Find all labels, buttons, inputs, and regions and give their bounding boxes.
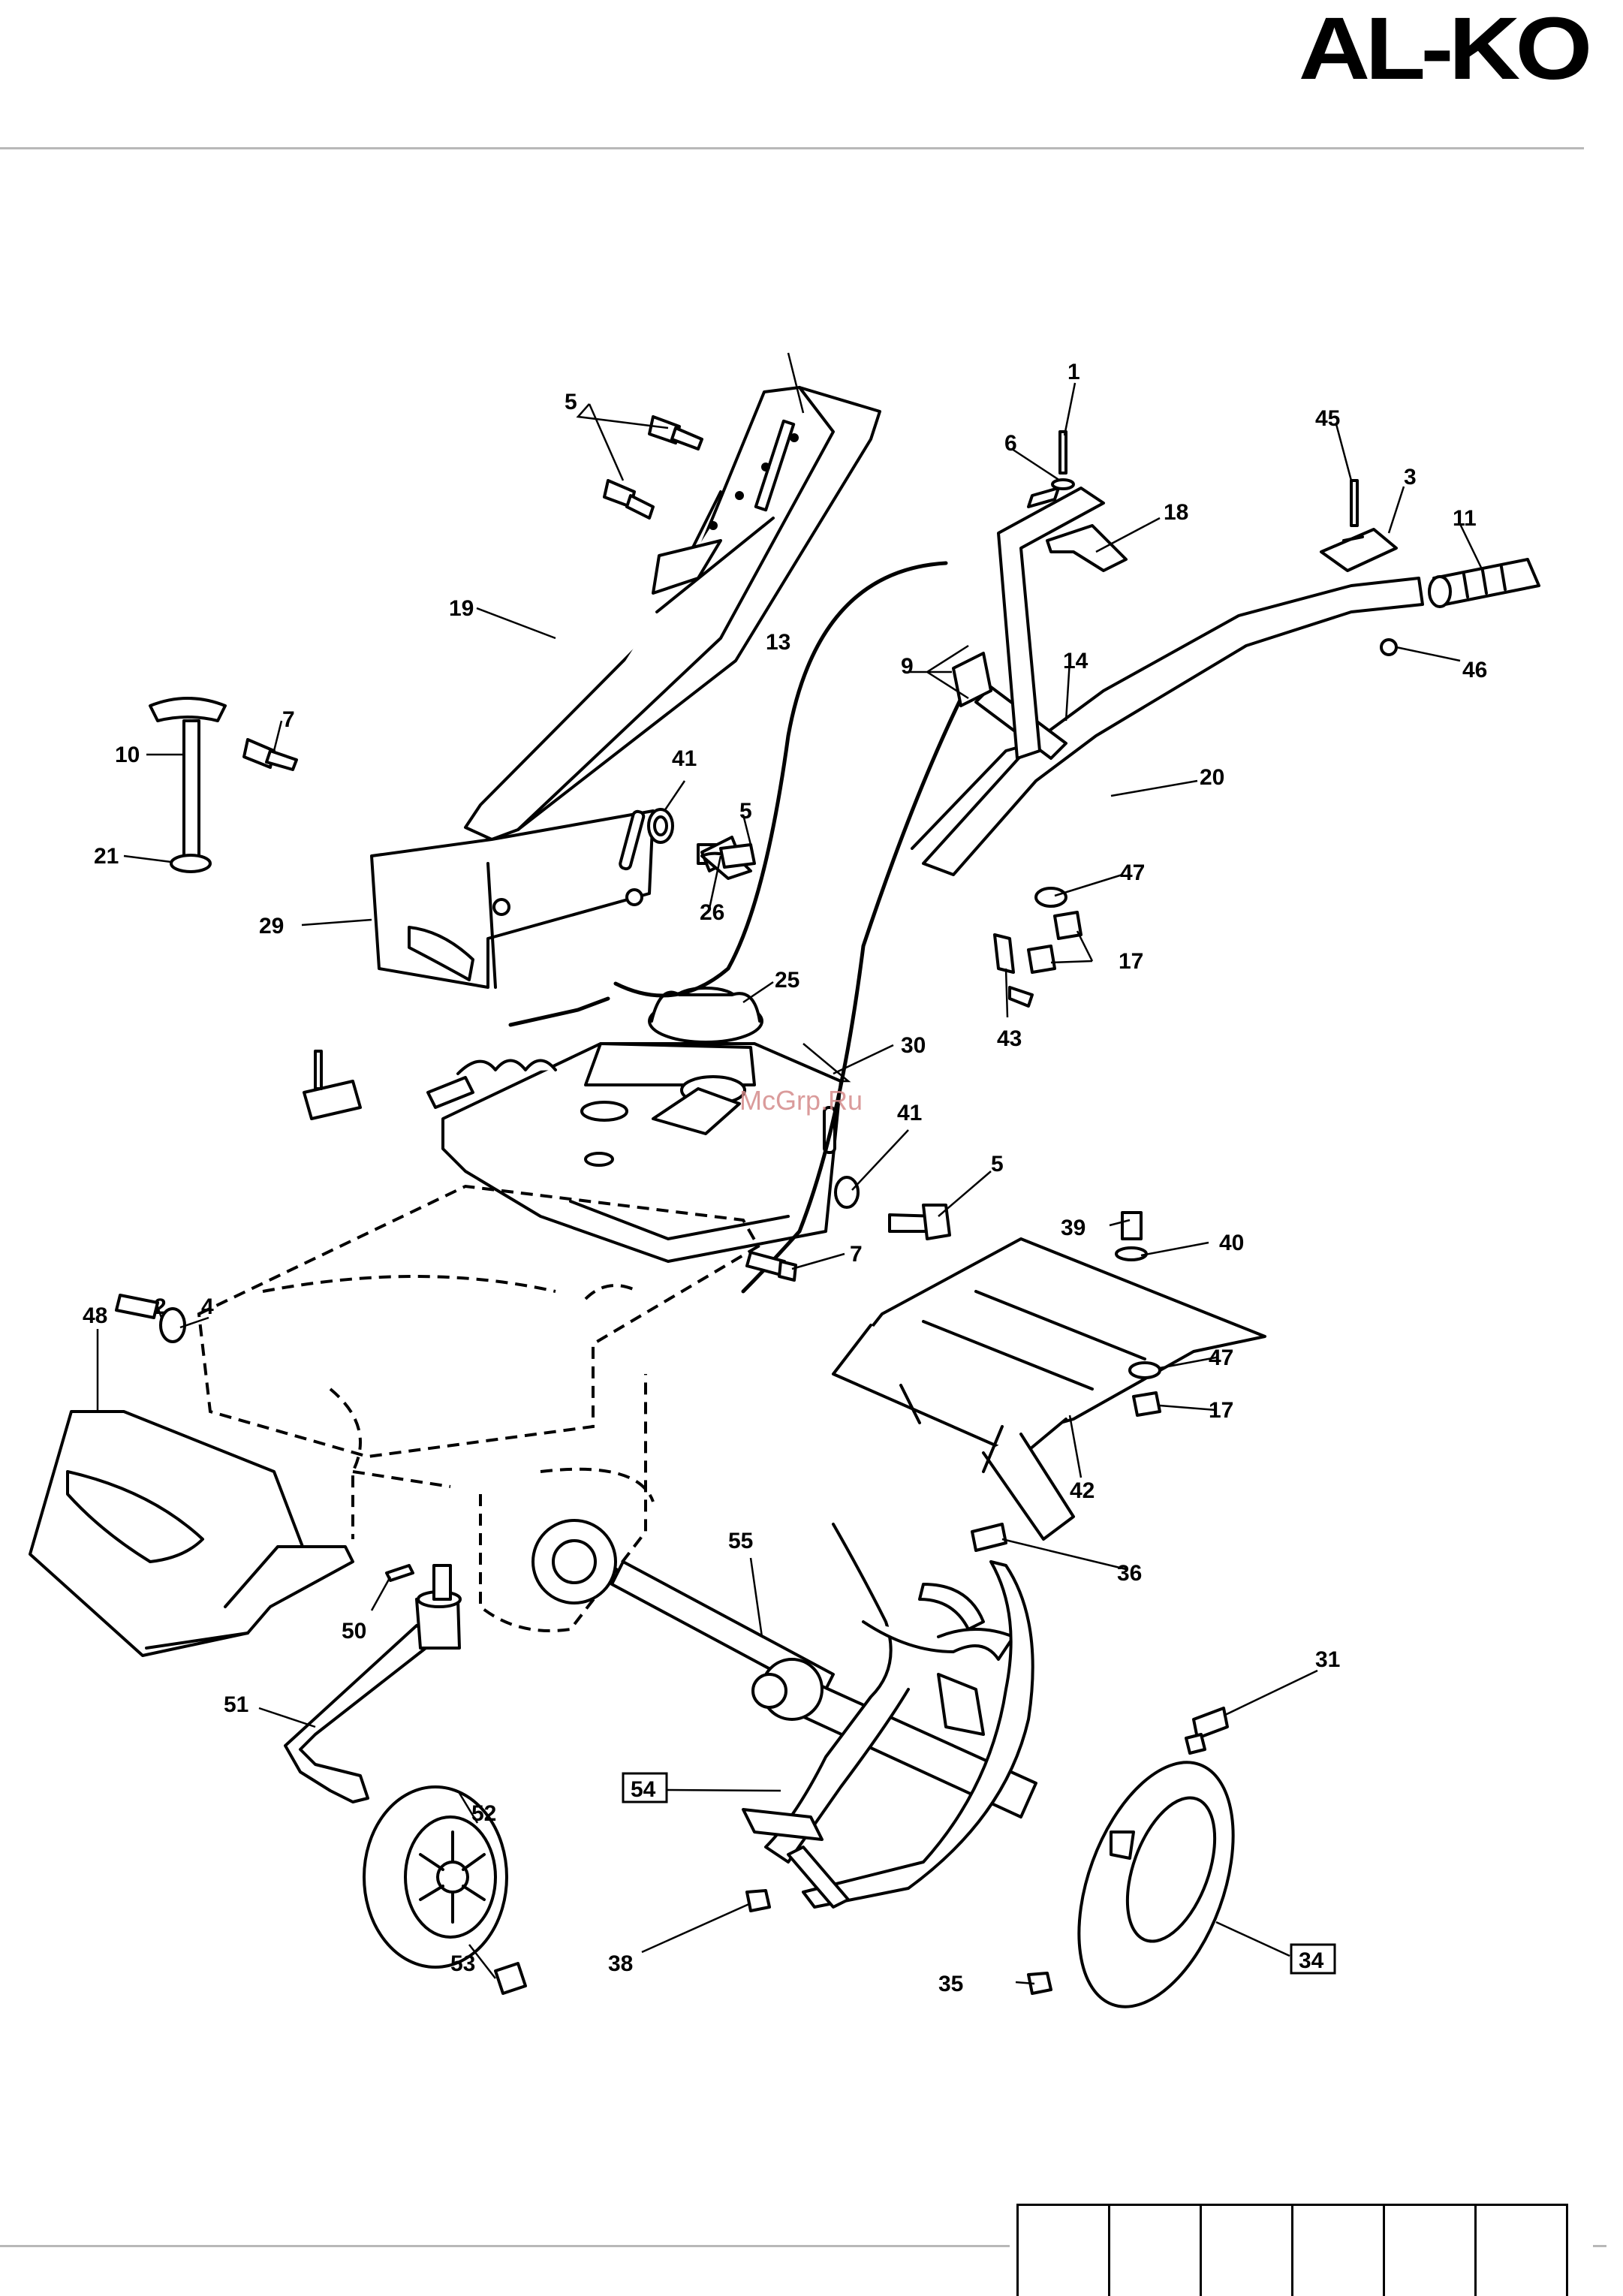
callout-47b: 47 bbox=[1209, 1345, 1233, 1370]
callout-29: 29 bbox=[259, 914, 284, 939]
callout-5b: 5 bbox=[739, 799, 752, 824]
callout-25: 25 bbox=[775, 968, 799, 993]
callout-34-boxed: 34 bbox=[1291, 1945, 1335, 1973]
part-3-switch-housing bbox=[1321, 529, 1396, 571]
part-11-handle-grip bbox=[1429, 559, 1539, 607]
callout-13: 13 bbox=[766, 630, 790, 655]
callout-7b: 7 bbox=[850, 1242, 863, 1267]
footer-cell bbox=[1202, 2206, 1293, 2296]
callout-5a: 5 bbox=[565, 390, 577, 414]
callout-3: 3 bbox=[1404, 465, 1417, 490]
callout-1: 1 bbox=[1067, 360, 1080, 384]
callout-45: 45 bbox=[1315, 406, 1340, 431]
callout-6: 6 bbox=[1004, 431, 1017, 456]
callout-35: 35 bbox=[938, 1972, 963, 1996]
callout-54-boxed: 54 bbox=[623, 1773, 667, 1802]
callout-7a: 7 bbox=[282, 707, 295, 732]
footer-cell bbox=[1293, 2206, 1385, 2296]
footer-cell bbox=[1385, 2206, 1477, 2296]
part-54-tine-rotor bbox=[533, 1520, 1036, 1907]
callout-41b: 41 bbox=[897, 1101, 922, 1125]
callout-40: 40 bbox=[1219, 1231, 1244, 1255]
callout-2: 2 bbox=[154, 1294, 167, 1319]
callout-9: 9 bbox=[901, 654, 914, 679]
callout-5c: 5 bbox=[991, 1152, 1004, 1177]
callout-38: 38 bbox=[608, 1951, 633, 1976]
part-48-front-guard bbox=[30, 1412, 353, 1656]
callout-26: 26 bbox=[700, 900, 724, 925]
callout-31: 31 bbox=[1315, 1647, 1340, 1672]
callout-55: 55 bbox=[728, 1529, 753, 1553]
callout-47a: 47 bbox=[1120, 860, 1145, 885]
callout-39: 39 bbox=[1061, 1216, 1086, 1240]
callout-48: 48 bbox=[83, 1303, 107, 1328]
callout-54: 54 bbox=[631, 1777, 656, 1802]
callout-50: 50 bbox=[342, 1619, 366, 1644]
footer-divider-left bbox=[0, 2245, 1010, 2247]
watermark-text: McGrp.Ru bbox=[739, 1085, 863, 1116]
part-29-bracket bbox=[372, 810, 653, 987]
callout-30: 30 bbox=[901, 1033, 926, 1058]
footer-cell bbox=[1019, 2206, 1110, 2296]
part-19-handle-column bbox=[465, 387, 880, 839]
callout-53: 53 bbox=[450, 1951, 475, 1976]
callout-10: 10 bbox=[115, 743, 140, 767]
callout-17a: 17 bbox=[1119, 949, 1143, 974]
callout-18: 18 bbox=[1164, 500, 1188, 525]
callout-11: 11 bbox=[1453, 506, 1477, 531]
callout-14: 14 bbox=[1063, 649, 1089, 673]
callout-17b: 17 bbox=[1209, 1398, 1233, 1423]
callout-19: 19 bbox=[449, 596, 474, 621]
part-42-rear-deflector bbox=[833, 1239, 1265, 1539]
part-51-wheel-axle bbox=[285, 1565, 460, 1802]
callout-52: 52 bbox=[471, 1801, 496, 1826]
callout-46: 46 bbox=[1462, 658, 1487, 682]
footer-divider-right bbox=[1593, 2245, 1606, 2247]
footer-cell bbox=[1477, 2206, 1568, 2296]
part-34-protection-disc bbox=[1049, 1741, 1263, 2027]
callout-43: 43 bbox=[997, 1026, 1022, 1051]
callout-41a: 41 bbox=[672, 746, 697, 771]
callout-34: 34 bbox=[1299, 1948, 1324, 1973]
callout-21: 21 bbox=[94, 844, 119, 869]
part-30-housing-cover bbox=[443, 1044, 841, 1261]
callout-51: 51 bbox=[224, 1692, 248, 1717]
callout-36: 36 bbox=[1117, 1561, 1142, 1586]
footer-cell bbox=[1110, 2206, 1202, 2296]
callout-20: 20 bbox=[1200, 765, 1224, 790]
callout-4: 4 bbox=[201, 1294, 214, 1319]
part-18-throttle-lever bbox=[1047, 526, 1126, 571]
footer-revision-table bbox=[1016, 2204, 1568, 2296]
callout-42: 42 bbox=[1070, 1478, 1095, 1503]
